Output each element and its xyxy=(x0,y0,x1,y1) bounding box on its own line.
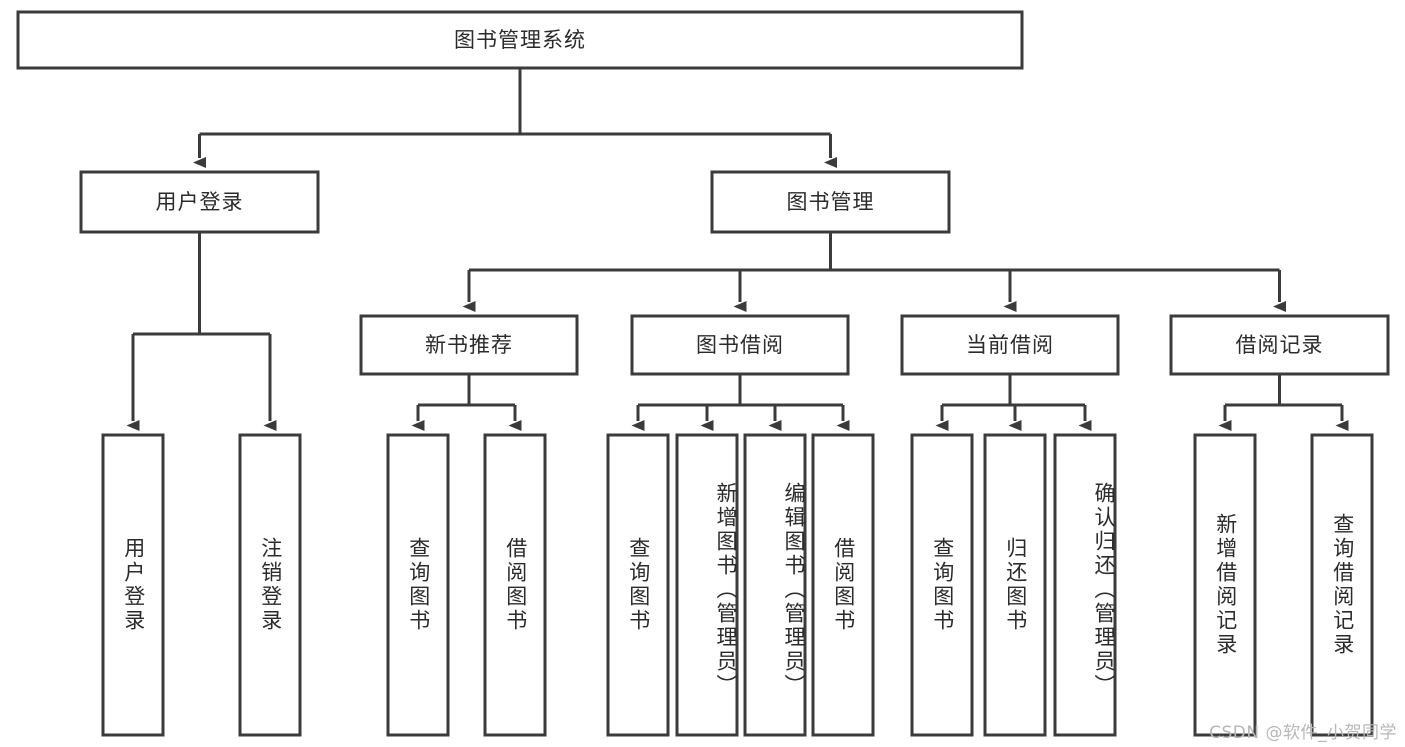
node-borrow-record-box[interactable] xyxy=(1169,314,1390,376)
node-root-box[interactable] xyxy=(16,10,1024,70)
node-leaf-query-book-borrow-box[interactable] xyxy=(606,433,670,737)
node-leaf-query-record-box[interactable] xyxy=(1310,433,1374,737)
node-user-login-box[interactable] xyxy=(79,170,320,234)
node-box-group: 图书管理系统 用户登录 图书管理 新书推荐 图书借阅 当前借阅 借阅记录 xyxy=(16,10,1390,737)
node-new-book-rec-label: 新书推荐 xyxy=(425,333,513,357)
node-leaf-user-logout-box[interactable] xyxy=(238,433,302,737)
node-leaf-add-record-box[interactable] xyxy=(1193,433,1257,737)
connector-group xyxy=(126,68,1349,431)
node-leaf-add-book-box[interactable] xyxy=(675,433,739,737)
node-current-borrow-label: 当前借阅 xyxy=(966,333,1054,357)
node-book-borrow-label: 图书借阅 xyxy=(696,333,784,357)
node-book-manage-box[interactable] xyxy=(710,170,951,234)
node-leaf-query-book-cur-box[interactable] xyxy=(910,433,974,737)
node-leaf-return-book-box[interactable] xyxy=(983,433,1047,737)
node-user-login-label: 用户登录 xyxy=(156,190,244,214)
node-current-borrow-box[interactable] xyxy=(900,314,1120,376)
node-leaf-borrow-book-rec-box[interactable] xyxy=(483,433,547,737)
node-leaf-query-book-rec-box[interactable] xyxy=(386,433,450,737)
node-leaf-borrow-book-box[interactable] xyxy=(811,433,875,737)
node-borrow-record-label: 借阅记录 xyxy=(1236,333,1324,357)
node-new-book-rec-box[interactable] xyxy=(359,314,579,376)
node-root-label: 图书管理系统 xyxy=(454,28,586,52)
node-leaf-confirm-return-box[interactable] xyxy=(1053,433,1117,737)
node-book-borrow-box[interactable] xyxy=(630,314,850,376)
node-leaf-user-login-box[interactable] xyxy=(101,433,165,737)
node-book-manage-label: 图书管理 xyxy=(787,190,875,214)
csdn-watermark: CSDN @软件_小贺同学 xyxy=(1209,723,1397,743)
node-leaf-edit-book-box[interactable] xyxy=(743,433,807,737)
